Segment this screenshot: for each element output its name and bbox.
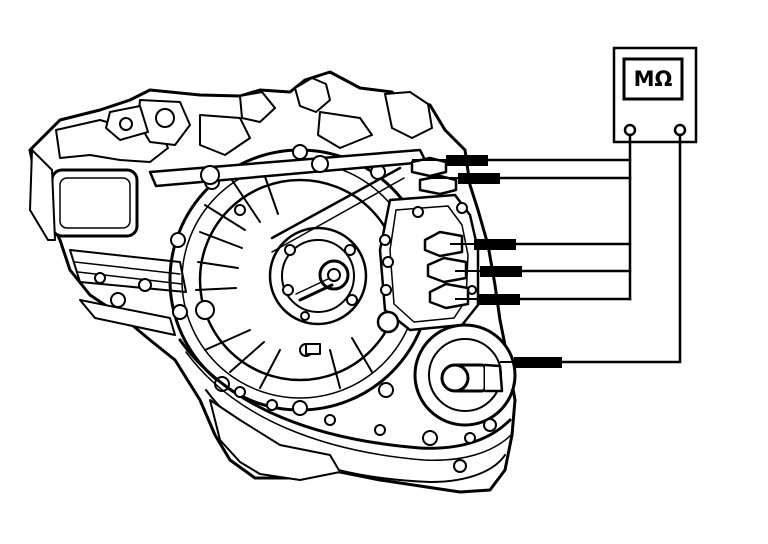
probe-wires	[486, 133, 682, 364]
probe-clips	[446, 155, 562, 368]
probe-clip-5	[478, 294, 520, 305]
motor-hub-outer	[268, 226, 368, 326]
lower-bolts	[234, 386, 497, 473]
probe-clip-2	[458, 173, 500, 184]
cover-plate	[50, 168, 139, 238]
probe-clip-3	[474, 239, 516, 250]
probe-clip-4	[480, 266, 522, 277]
terminal-studs	[410, 156, 470, 310]
probe-clip-1	[446, 155, 488, 166]
transaxle-assembly	[28, 70, 517, 494]
probe-clip-ground	[514, 357, 562, 368]
meter-terminal-negative	[623, 123, 637, 137]
meter-terminal-positive	[673, 123, 687, 137]
meter-unit-label: MΩ	[634, 67, 673, 91]
ground-lead-wire	[560, 133, 682, 364]
megohmmeter: MΩ	[612, 46, 698, 144]
meter-display	[622, 57, 684, 101]
